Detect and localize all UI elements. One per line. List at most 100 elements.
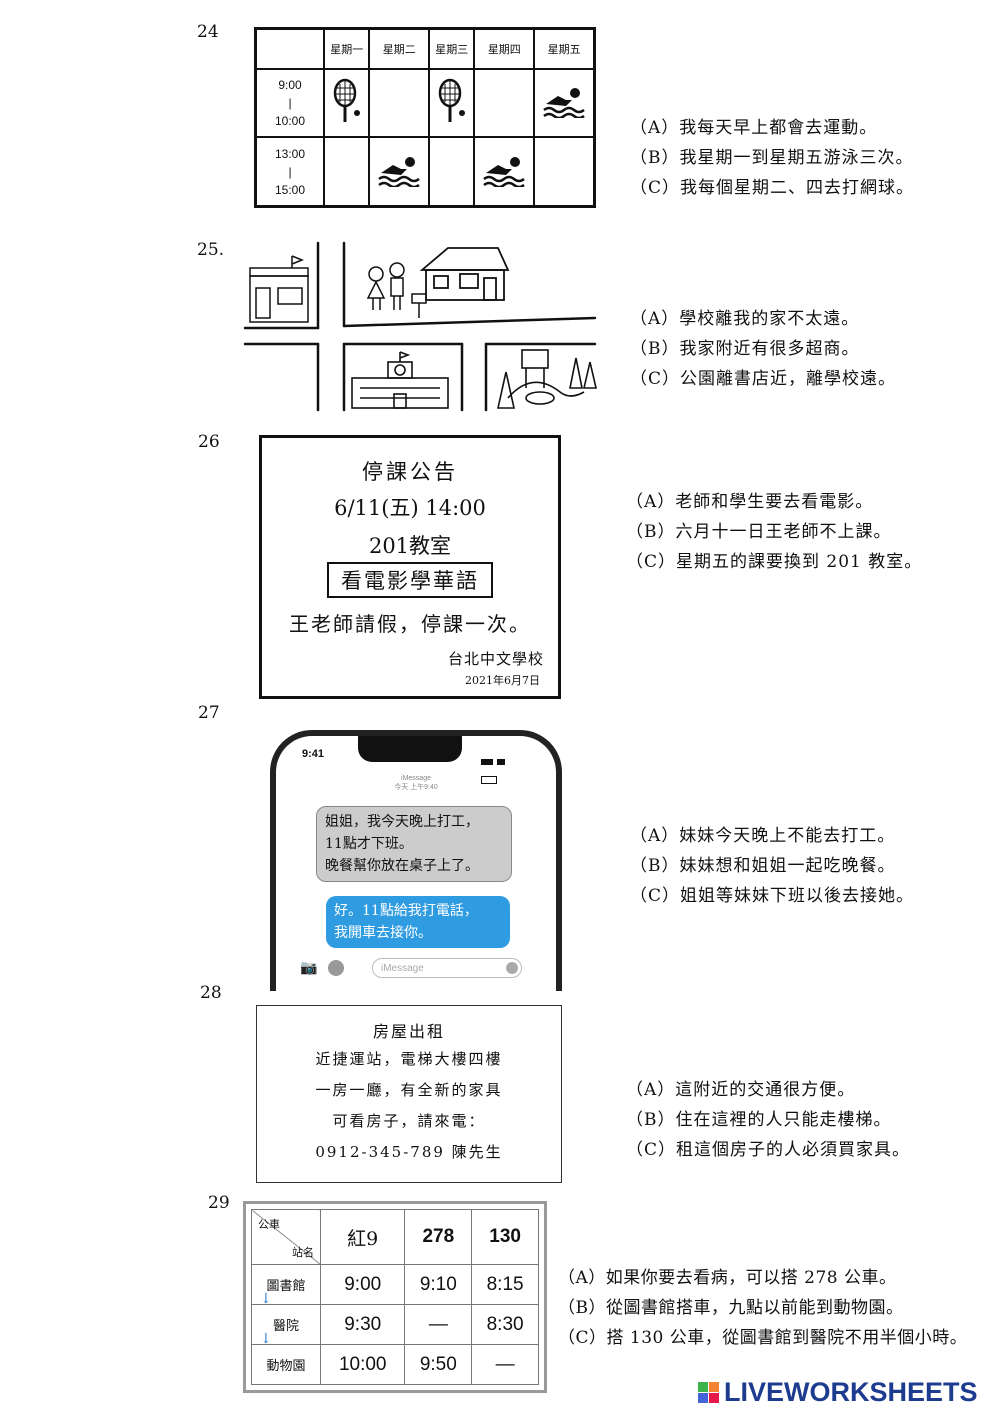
time-cell: 8:30 — [471, 1304, 539, 1345]
route-header: 紅9 — [319, 1209, 406, 1265]
q25-option-b[interactable]: （B）我家附近有很多超商。 — [630, 339, 860, 359]
time-cell: 10:00 — [319, 1344, 406, 1385]
arrow-down-icon: ↓ — [260, 1331, 272, 1347]
q26-options: （A）老師和學生要去看電影。 （B）六月十一日王老師不上課。 （C）星期五的課要… — [626, 487, 922, 577]
question-number-27: 27 — [198, 703, 220, 723]
table-row: 圖書館 9:00 9:10 8:15 — [251, 1264, 539, 1305]
camera-icon[interactable]: 📷 — [300, 960, 318, 976]
q25-option-a[interactable]: （A）學校離我的家不太遠。 — [630, 309, 860, 329]
schedule-cell — [473, 136, 536, 208]
schedule-cell — [428, 136, 476, 208]
station-name: ↓ 醫院 — [251, 1291, 321, 1345]
day-header: 星期三 — [428, 27, 476, 70]
question-number-29: 29 — [208, 1193, 230, 1213]
ad-phone: 0912-345-789 陳先生 — [315, 1143, 503, 1161]
notice-datetime: 6/11(五) 14:00 — [334, 496, 486, 520]
arrow-down-icon: ↓ — [260, 1291, 272, 1307]
school-icon — [351, 351, 449, 409]
route-header: 278 — [404, 1209, 473, 1265]
bus-timetable: 公車 站名 紅9 278 130 圖書館 9:00 9:10 8:15 ↓ 醫院… — [243, 1201, 547, 1393]
question-number-25: 25. — [197, 240, 225, 260]
q29-options: （A）如果你要去看病，可以搭 278 公車。 （B）從圖書館搭車，九點以前能到動… — [558, 1263, 967, 1353]
schedule-corner-cell — [254, 27, 325, 70]
q28-options: （A）這附近的交通很方便。 （B）住在這裡的人只能走樓梯。 （C）租這個房子的人… — [626, 1075, 910, 1165]
swimming-icon — [378, 156, 421, 188]
app-store-icon[interactable] — [328, 960, 344, 976]
q26-option-a[interactable]: （A）老師和學生要去看電影。 — [626, 492, 874, 512]
q24-option-c[interactable]: （C）我每個星期二、四去打網球。 — [630, 178, 915, 198]
audio-icon[interactable] — [506, 962, 518, 974]
mailbox-icon — [411, 293, 427, 318]
notice-room: 201教室 — [368, 534, 452, 558]
liveworksheets-logo[interactable]: LIVEWORKSHEETS — [724, 1377, 978, 1407]
class-cancellation-notice: 停課公告 6/11(五) 14:00 201教室 看電影學華語 王老師請假，停課… — [259, 435, 561, 699]
notice-date: 2021年6月7日 — [465, 674, 540, 687]
q27-option-a[interactable]: （A）妹妹今天晚上不能去打工。 — [630, 826, 896, 846]
weekly-schedule-table: 星期一 星期二 星期三 星期四 星期五 9:00|10:00 13:00|15:… — [254, 27, 596, 208]
q27-option-c[interactable]: （C）姐姐等妹妹下班以後去接她。 — [630, 886, 915, 906]
q26-option-c[interactable]: （C）星期五的課要換到 201 教室。 — [626, 552, 923, 572]
notice-boxed-activity: 看電影學華語 — [327, 562, 493, 598]
phone-notch — [358, 736, 462, 762]
time-slot-morning: 9:00|10:00 — [254, 67, 325, 139]
day-header: 星期五 — [533, 27, 596, 70]
q24-option-a[interactable]: （A）我每天早上都會去運動。 — [630, 118, 878, 138]
ad-line-2: 一房一廳，有全新的家具 — [315, 1081, 503, 1099]
tennis-racket-icon — [333, 78, 360, 122]
q27-option-b[interactable]: （B）妹妹想和姐姐一起吃晚餐。 — [630, 856, 896, 876]
message-input[interactable]: iMessage — [372, 958, 522, 978]
q29-option-c[interactable]: （C）搭 130 公車，從圖書館到醫院不用半個小時。 — [558, 1328, 968, 1348]
time-cell: — — [404, 1304, 473, 1345]
time-cell: — — [471, 1344, 539, 1385]
bus-timetable-grid: 公車 站名 紅9 278 130 圖書館 9:00 9:10 8:15 ↓ 醫院… — [251, 1209, 539, 1385]
day-header: 星期二 — [368, 27, 431, 70]
q25-options: （A）學校離我的家不太遠。 （B）我家附近有很多超商。 （C）公園離書店近，離學… — [630, 304, 896, 394]
q24-option-b[interactable]: （B）我星期一到星期五游泳三次。 — [630, 148, 914, 168]
q29-option-b[interactable]: （B）從圖書館搭車，九點以前能到動物園。 — [558, 1298, 904, 1318]
time-cell: 9:10 — [404, 1264, 473, 1305]
status-icons — [481, 750, 521, 784]
ad-line-3: 可看房子，請來電： — [332, 1112, 486, 1130]
day-header: 星期四 — [473, 27, 536, 70]
question-number-26: 26 — [198, 432, 220, 452]
time-cell: 8:15 — [471, 1264, 539, 1305]
park-icon — [497, 349, 598, 409]
ad-line-1: 近捷運站，電梯大樓四樓 — [315, 1050, 503, 1068]
time-slot-afternoon: 13:00|15:00 — [254, 136, 325, 208]
notice-message: 王老師請假，停課一次。 — [289, 612, 531, 636]
timetable-corner-cell: 公車 站名 — [251, 1209, 321, 1265]
children-icon — [366, 262, 405, 310]
house-icon — [419, 247, 510, 301]
question-number-28: 28 — [200, 983, 222, 1003]
q27-options: （A）妹妹今天晚上不能去打工。 （B）妹妹想和姐姐一起吃晚餐。 （C）姐姐等妹妹… — [630, 821, 914, 911]
time-cell: 9:50 — [404, 1344, 473, 1385]
day-header: 星期一 — [322, 27, 371, 70]
station-name: ↓ 動物園 — [251, 1331, 321, 1385]
liveworksheets-logo-icon — [698, 1382, 720, 1404]
q28-option-a[interactable]: （A）這附近的交通很方便。 — [626, 1080, 856, 1100]
q24-options: （A）我每天早上都會去運動。 （B）我星期一到星期五游泳三次。 （C）我每個星期… — [630, 113, 914, 203]
swimming-icon — [483, 156, 526, 188]
status-clock: 9:41 — [302, 748, 325, 760]
q29-option-a[interactable]: （A）如果你要去看病，可以搭 278 公車。 — [558, 1268, 897, 1288]
schedule-cell — [533, 67, 596, 139]
notice-title: 停課公告 — [362, 460, 458, 484]
schedule-cell — [322, 67, 371, 139]
table-row: ↓ 醫院 9:30 — 8:30 — [251, 1291, 539, 1345]
time-cell: 9:00 — [319, 1264, 406, 1305]
q28-option-c[interactable]: （C）租這個房子的人必須買家具。 — [626, 1140, 911, 1160]
schedule-cell — [428, 67, 476, 139]
q28-option-b[interactable]: （B）住在這裡的人只能走樓梯。 — [626, 1110, 892, 1130]
notice-school: 台北中文學校 — [447, 650, 544, 668]
schedule-cell — [368, 67, 431, 139]
time-cell: 9:30 — [319, 1304, 406, 1345]
q25-option-c[interactable]: （C）公園離書店近，離學校遠。 — [630, 369, 897, 389]
table-row: ↓ 動物園 10:00 9:50 — — [251, 1331, 539, 1385]
q26-option-b[interactable]: （B）六月十一日王老師不上課。 — [626, 522, 892, 542]
question-number-24: 24 — [197, 22, 219, 42]
ad-title: 房屋出租 — [372, 1022, 445, 1041]
store-icon — [249, 255, 309, 323]
sent-message-bubble: 好。11點給我打電話， 我開車去接你。 — [326, 896, 510, 948]
